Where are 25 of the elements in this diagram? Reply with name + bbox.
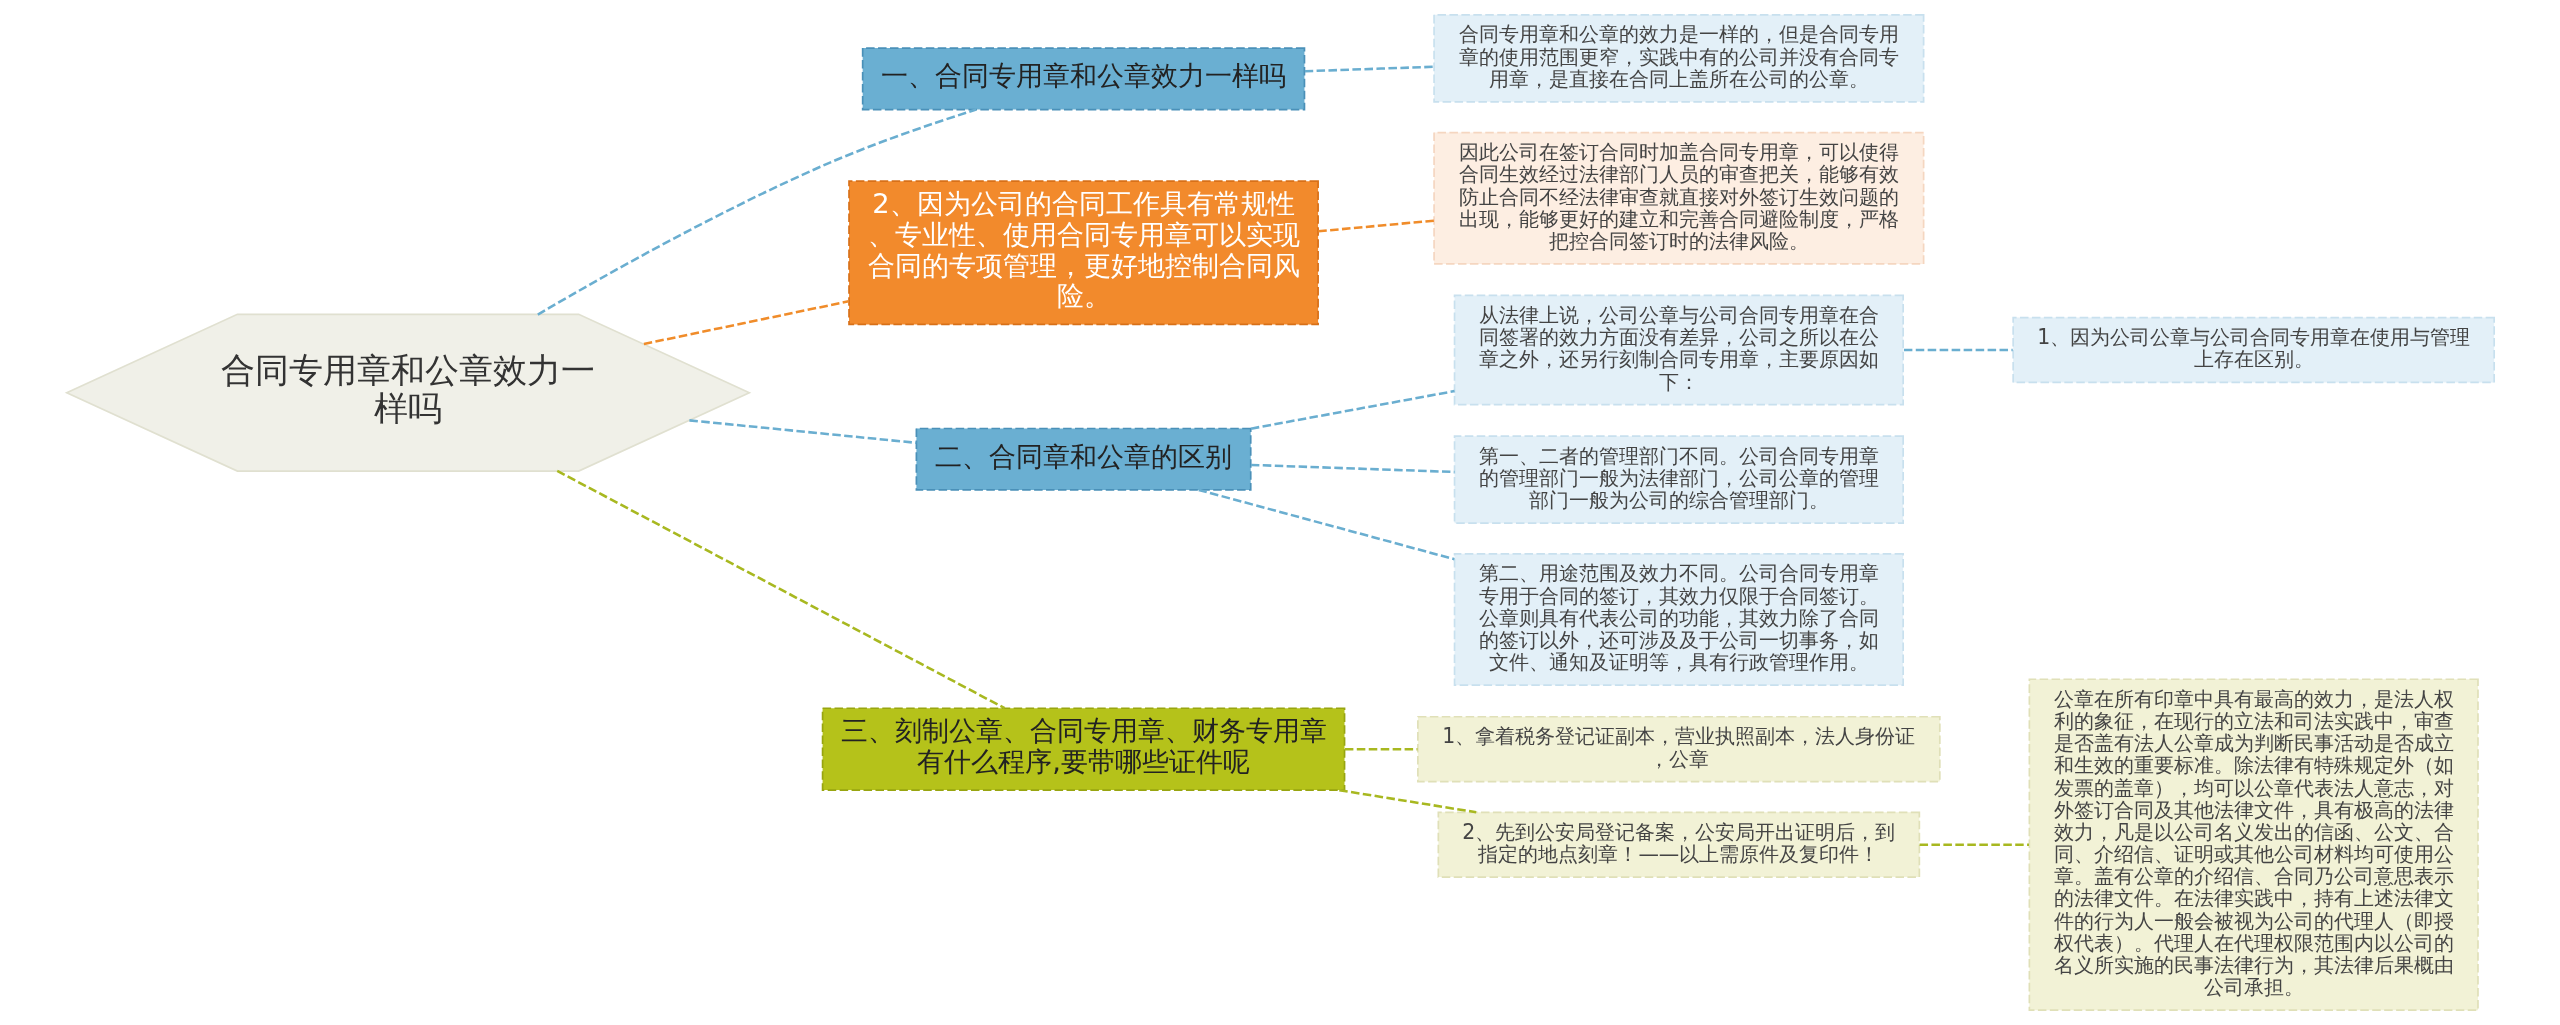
node-box: 三、刻制公章、合同专用章、财务专用章有什么程序,要带哪些证件呢 <box>821 707 1345 791</box>
connector <box>1250 389 1455 430</box>
node-box: 第一、二者的管理部门不同。公司合同专用章的管理部门一般为法律部门，公司公章的管理部门一般为公司的综合管理部门。 <box>1453 435 1904 524</box>
connector <box>1338 788 1476 814</box>
node-box: 合同专用章和公章的效力是一样的，但是合同专用章的使用范围更窄，实践中有的公司并没有合同专用章，是直接在合同上盖所在公司的公章。 <box>1432 14 1924 103</box>
node-box: 第二、用途范围及效力不同。公司合同专用章专用于合同的签订，其效力仅限于合同签订。公章则具有代表公司的功能，其效力除了合同的签订以外，还可涉及及于公司一切事务，如文件、通知及证明等，具有行政管理作用。 <box>1453 553 1904 687</box>
connector <box>536 108 977 316</box>
node-box: 一、合同专用章和公章效力一样吗 <box>861 47 1305 111</box>
node-box: 1、因为公司公章与公司合同专用章在使用与管理上存在区别。 <box>2011 316 2495 384</box>
connector <box>556 469 1005 710</box>
node-box: 公章在所有印章中具有最高的效力，是法人权利的象征，在现行的立法和司法实践中，审查是否盖有法人公章成为判断民事活动是否成立和生效的重要标准。除法律有特殊规定外（如发票的盖章），均可以公章代表法人意志，对外签订合同及其他法律文件，具有极高的法律效力，凡是以公司名义发出的信函、公文、合同、介绍信、证明或其他公司材料均可使用公章。盖有公章的介绍信、合同乃公司意思表示的法律文件。在法律实践中，持有上述法律文件的行为人一般会被视为公司的代理人（即授权代表）。代理人在代理权限范围内以公司的名义所实施的民事法律行为，其法律后果概由公司承担。 <box>2028 678 2479 1011</box>
node-box: 1、拿着税务登记证副本，营业执照副本，法人身份证，公章 <box>1416 715 1941 783</box>
node-box: 二、合同章和公章的区别 <box>915 427 1252 491</box>
connector <box>1903 348 2013 352</box>
node-box: 2、先到公安局登记备案，公安局开出证明后，到指定的地点刻章！——以上需原件及复印件！ <box>1437 811 1920 878</box>
connector <box>1317 219 1434 233</box>
connector <box>688 419 916 445</box>
node-box: 2、因为公司的合同工作具有常规性、专业性、使用合同专用章可以实现合同的专项管理，更好地控制合同风险。 <box>847 180 1319 326</box>
connector <box>1197 488 1455 561</box>
node-box: 因此公司在签订合同时加盖合同专用章，可以使得合同生效经过法律部门人员的审查把关，能够有效防止合同不经法律审查就直接对外签订生效问题的出现，能够更好的建立和完善合同避险制度，严格把控合同签订时的法律风险。 <box>1432 131 1924 265</box>
node-box: 从法律上说，公司公章与公司合同专用章在合同签署的效力方面没有差异，公司之所以在公章之外，还另行刻制合同专用章，主要原因如下： <box>1453 294 1904 406</box>
connector <box>1919 843 2029 846</box>
connector <box>643 300 849 346</box>
connector <box>1250 463 1455 474</box>
connector <box>1304 65 1434 73</box>
